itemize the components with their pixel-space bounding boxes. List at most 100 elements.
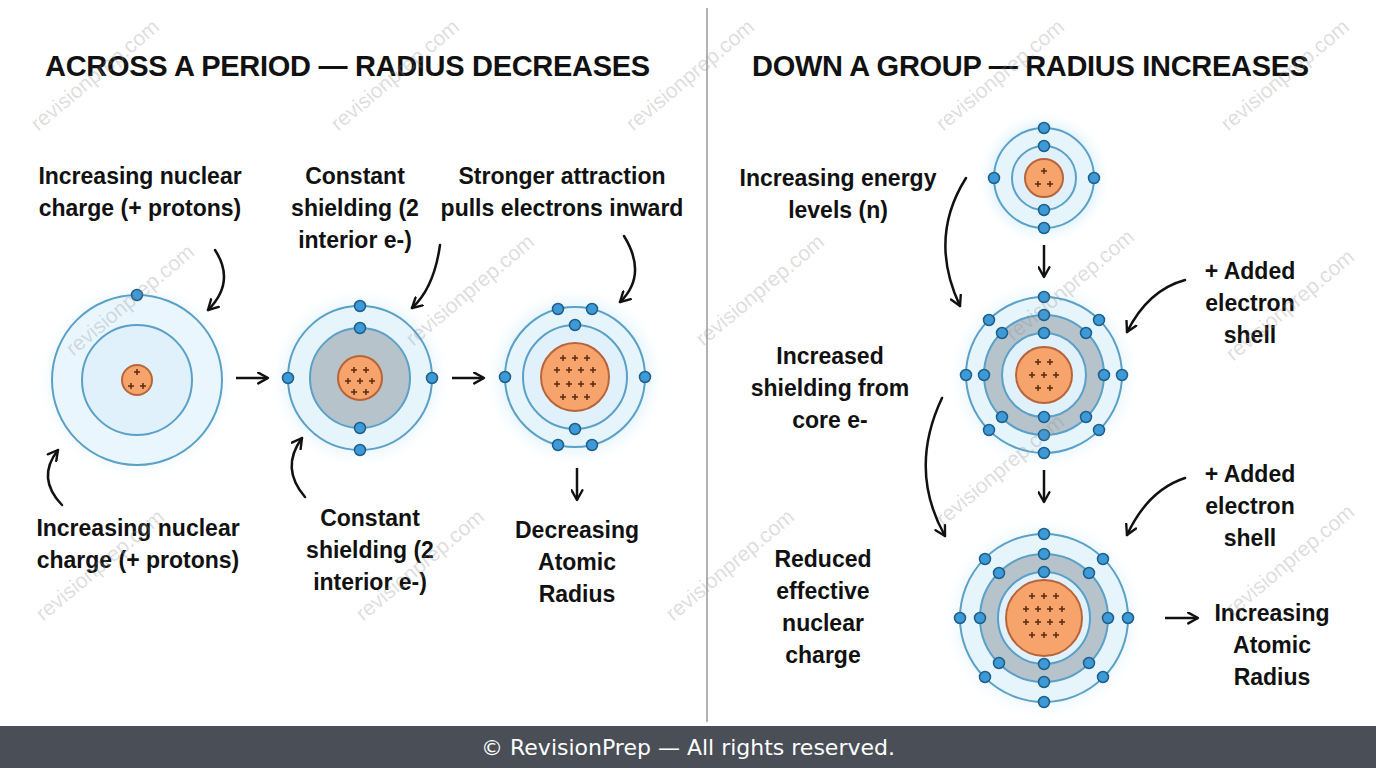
flow-arrows-part <box>1043 470 1046 502</box>
callout-label: Increased shielding from core e- <box>740 340 920 436</box>
panel-divider <box>706 8 708 722</box>
flow-arrows-part <box>452 377 484 380</box>
callout-label: Increasing energy levels (n) <box>728 162 948 226</box>
atom-compact-part-part <box>570 424 581 435</box>
atom-period-4-part-part <box>980 554 991 565</box>
atom-period-2-part-part <box>1039 223 1050 234</box>
atom-period-3-part-part <box>961 370 972 381</box>
atom-compact-part-part <box>553 440 564 451</box>
atom-period-4-part-part <box>1084 568 1095 579</box>
atom-period-3-part-part <box>1081 412 1092 423</box>
atom-period-4-part <box>960 534 1128 702</box>
atom-period-2-part-part <box>1039 205 1050 216</box>
flow-arrows-part <box>236 377 268 380</box>
atom-period-4-part-part <box>1039 677 1050 688</box>
atom-period-4-part-part <box>994 568 1005 579</box>
atom-medium-part <box>310 328 410 428</box>
atom-medium-part-part <box>355 301 366 312</box>
atom-compact-part-part <box>553 304 564 315</box>
atom-period-3-part <box>1016 347 1072 403</box>
atom-period-2-part-part <box>1039 123 1050 134</box>
atom-period-4-part <box>940 514 1148 722</box>
atom-compact-part <box>505 307 645 447</box>
atom-medium-part-part <box>355 323 366 334</box>
callout-label: Constant shielding (2 interior e-) <box>255 160 455 256</box>
atom-period-4-part <box>998 572 1090 664</box>
watermark: revisionprep.com <box>675 216 845 364</box>
atom-period-2-part <box>976 110 1112 246</box>
atom-period-4-part <box>955 529 1134 708</box>
atom-period-4-part-part <box>980 672 991 683</box>
atom-period-4-part-part <box>1123 613 1134 624</box>
footer-band: © RevisionPrep — All rights reserved. <box>0 726 1376 768</box>
atom-period-3-part-part <box>1099 370 1110 381</box>
callout-label: Stronger attraction pulls electrons inwa… <box>436 160 688 224</box>
atom-small-part <box>128 369 146 389</box>
atom-compact <box>483 285 667 469</box>
atom-period-3-part-part <box>984 425 995 436</box>
atom-period-2-part <box>1035 168 1053 187</box>
atom-medium-part-part <box>427 373 438 384</box>
atom-period-3-part-part <box>1094 315 1105 326</box>
atom-period-2-part-part <box>1089 173 1100 184</box>
atom-medium-part-part <box>355 445 366 456</box>
callout-leaders-part <box>620 236 635 302</box>
callout-leaders-part <box>945 178 966 306</box>
atom-compact-part <box>483 285 667 469</box>
atom-compact-part-part <box>587 304 598 315</box>
atom-period-4-part-part <box>955 613 966 624</box>
atom-period-4-part-part <box>1039 549 1050 560</box>
atom-period-4-part-part <box>1039 697 1050 708</box>
atom-compact-part <box>554 355 596 400</box>
atom-period-2-part <box>1025 159 1063 197</box>
atom-period-3-part-part <box>984 315 995 326</box>
callout-label: Increasing nuclear charge (+ protons) <box>30 160 250 224</box>
atom-small-part <box>122 365 152 395</box>
atom-period-4-part-part <box>1098 672 1109 683</box>
atom-period-4-part-part <box>1039 659 1050 670</box>
atom-period-3-part <box>1002 333 1086 417</box>
atom-medium-part <box>345 367 375 395</box>
atom-medium-part-part <box>283 373 294 384</box>
atom-period-3-part <box>1029 359 1059 391</box>
atom-period-4-part-part <box>1103 613 1114 624</box>
atom-compact-part <box>541 343 609 411</box>
atom-period-3-part-part <box>1094 425 1105 436</box>
atom-period-3-part-part <box>979 370 990 381</box>
atom-period-4-part-part <box>1039 529 1050 540</box>
atom-period-4-part-part <box>994 658 1005 669</box>
callout-leaders-part <box>1127 478 1185 535</box>
callout-leaders-part <box>48 450 62 505</box>
atom-period-3-part-part <box>1081 328 1092 339</box>
atom-period-2-part-part <box>1039 141 1050 152</box>
atom-medium-part-part <box>355 423 366 434</box>
atom-period-4-part <box>980 554 1108 682</box>
callout-leaders-part <box>292 438 305 497</box>
atom-compact-part-part <box>640 372 651 383</box>
atom-period-4-part <box>1023 593 1065 638</box>
atom-compact-part-part <box>500 372 511 383</box>
callout-leaders <box>48 178 1185 536</box>
callout-leaders-part <box>208 250 224 310</box>
atom-medium-part <box>338 356 382 400</box>
atom-period-2-part <box>994 128 1094 228</box>
flow-arrows-part <box>576 468 579 500</box>
flow-arrows-part <box>1165 617 1198 620</box>
atom-small-part <box>52 295 222 465</box>
atom-period-4-part-part <box>1084 658 1095 669</box>
atom-period-4-part-part <box>975 613 986 624</box>
callout-label: Reduced effective nuclear charge <box>753 543 893 671</box>
copyright-text: © RevisionPrep — All rights reserved. <box>481 735 895 760</box>
callout-leaders-part <box>412 245 440 308</box>
atom-period-4-part-part <box>1039 567 1050 578</box>
atom-period-3-part-part <box>1117 370 1128 381</box>
callout-label: Decreasing Atomic Radius <box>502 514 652 610</box>
atom-period-4-part <box>1006 580 1082 656</box>
atom-compact-part <box>523 325 627 429</box>
callout-leaders-part <box>1127 280 1185 332</box>
atom-period-2-part <box>1012 146 1076 210</box>
flow-arrows-part <box>1043 245 1046 277</box>
atom-period-4 <box>940 514 1148 722</box>
